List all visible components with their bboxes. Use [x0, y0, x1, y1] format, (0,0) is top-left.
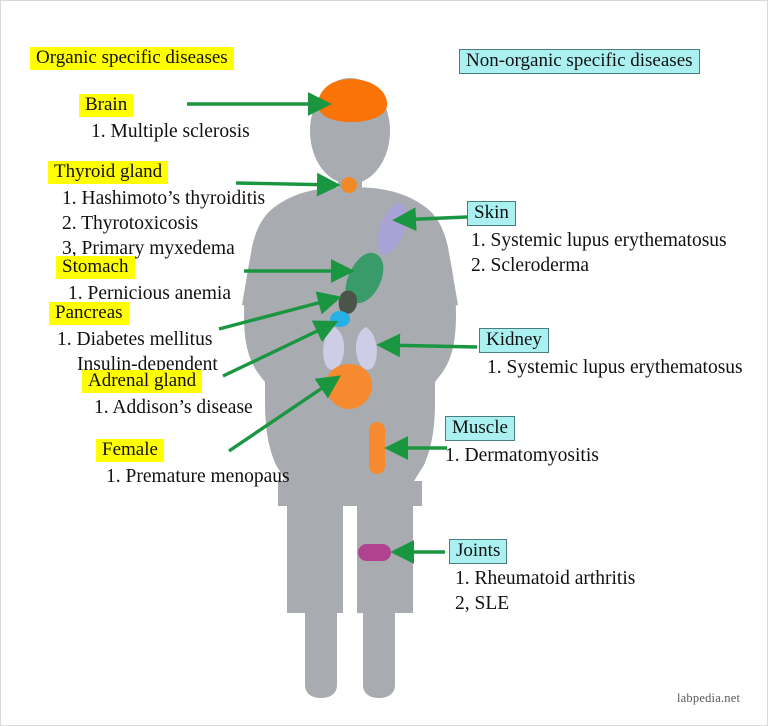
group-thyroid-item-2: 2. Thyrotoxicosis [62, 212, 199, 234]
arrow-female [228, 375, 341, 453]
right-arm-shape [403, 247, 456, 413]
left-arm-shape [244, 247, 297, 413]
thyroid-organ [341, 177, 357, 193]
hips-shape [278, 481, 422, 506]
group-skin: Skin 1. Systemic lupus erythematosus 2. … [467, 201, 727, 279]
group-joints-item-1: 1. Rheumatoid arthritis [455, 567, 636, 589]
group-pancreas-item-1: 1. Diabetes mellitus [57, 328, 213, 350]
group-pancreas-item-2: Insulin-dependent [77, 353, 218, 375]
group-skin-item-2: 2. Scleroderma [471, 254, 590, 276]
arrow-adrenal [222, 320, 339, 378]
group-joints-label: Joints [449, 539, 508, 564]
pancreas-organ [338, 290, 358, 314]
group-thyroid: Thyroid gland 1. Hashimoto’s thyroiditis… [48, 161, 265, 262]
stomach-organ [345, 252, 384, 304]
nonorganic-column-title: Non-organic specific diseases [459, 49, 700, 74]
group-thyroid-item-1: 1. Hashimoto’s thyroiditis [62, 187, 266, 209]
group-adrenal-item-1: 1. Addison’s disease [94, 396, 253, 418]
group-kidney-label: Kidney [479, 328, 549, 353]
group-thyroid-item-3: 3, Primary myxedema [62, 237, 235, 259]
group-stomach-label: Stomach [56, 256, 135, 279]
group-brain-label: Brain [79, 94, 134, 117]
arrow-kidney [376, 333, 478, 358]
group-muscle: Muscle 1. Dermatomyositis [445, 416, 599, 469]
group-muscle-label: Muscle [445, 416, 515, 441]
group-adrenal: Adrenal gland 1. Addison’s disease [82, 370, 253, 421]
group-brain-item-1: 1. Multiple sclerosis [91, 120, 250, 142]
group-skin-label: Skin [467, 201, 516, 226]
arrow-thyroid [235, 172, 341, 197]
group-female-item-1: 1. Premature menopaus [106, 465, 290, 487]
organic-column-title-label: Organic specific diseases [30, 47, 234, 70]
group-stomach-item-1: 1. Pernicious anemia [68, 282, 231, 304]
group-female-label: Female [96, 439, 164, 462]
group-kidney: Kidney 1. Systemic lupus erythematosus [479, 328, 743, 381]
group-joints-item-2: 2, SLE [455, 592, 510, 614]
group-kidney-item-1: 1. Systemic lupus erythematosus [487, 356, 743, 378]
muscle-organ [369, 422, 385, 474]
watermark: labpedia.net [677, 691, 741, 705]
left-leg-shape [287, 501, 343, 698]
nonorganic-column-title-label: Non-organic specific diseases [459, 49, 700, 74]
group-female: Female 1. Premature menopaus [96, 439, 290, 490]
group-skin-item-1: 1. Systemic lupus erythematosus [471, 229, 727, 251]
group-joints: Joints 1. Rheumatoid arthritis 2, SLE [449, 539, 635, 617]
brain-organ [317, 79, 388, 122]
torso-shape [242, 187, 458, 501]
group-thyroid-label: Thyroid gland [48, 161, 169, 184]
group-brain: Brain 1. Multiple sclerosis [79, 94, 250, 145]
kidney-right-organ [355, 327, 377, 370]
group-stomach: Stomach 1. Pernicious anemia [56, 256, 231, 307]
group-adrenal-label: Adrenal gland [82, 370, 203, 393]
group-pancreas-label: Pancreas [49, 302, 129, 325]
arrow-skin [392, 207, 468, 232]
organic-column-title: Organic specific diseases [30, 47, 234, 70]
group-pancreas: Pancreas 1. Diabetes mellitus Insulin-de… [49, 302, 218, 378]
arrow-pancreas [218, 291, 342, 331]
joint-organ [358, 544, 391, 561]
group-muscle-item-1: 1. Dermatomyositis [445, 444, 599, 466]
